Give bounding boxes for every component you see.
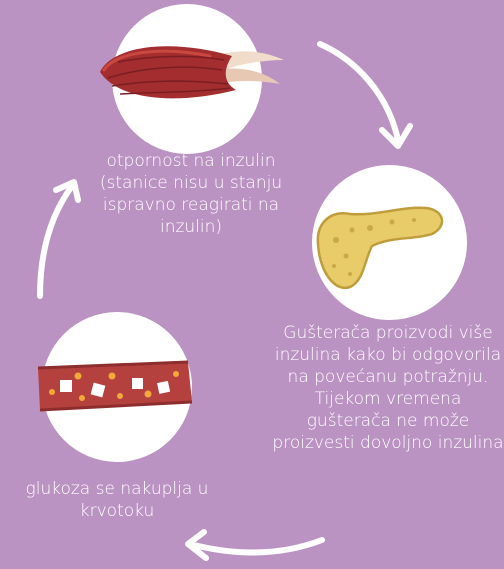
step-2-label: Gušterača proizvodi više inzulina kako b… [272,323,504,453]
step-3-label: glukoza se nakuplja u krvotoku [25,479,209,521]
step-1-label: otpornost na inzulin (stanice nisu u sta… [99,151,283,237]
